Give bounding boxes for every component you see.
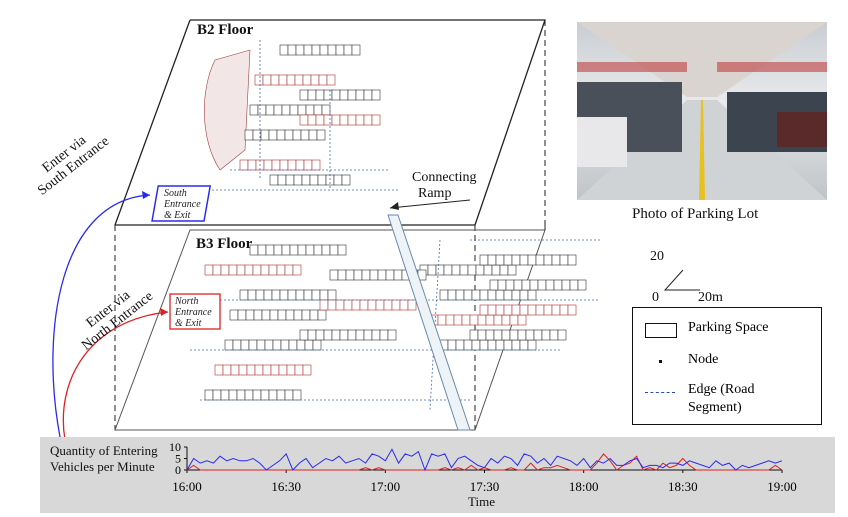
x-tick-label: 19:00 <box>767 479 797 494</box>
south-entrance-box <box>151 185 212 222</box>
entry-chart-panel <box>40 437 835 513</box>
scale-bar <box>663 269 700 291</box>
ylabel-line1: Quantity of Entering <box>50 443 158 458</box>
b3-floor-title: B3 Floor <box>196 236 253 252</box>
ylabel-line2: Vehicles per Minute <box>50 459 155 474</box>
scale-horizontal: 20m <box>698 290 723 305</box>
parking-space <box>316 129 326 141</box>
south-line2: Entrance <box>164 199 201 210</box>
y-tick-label: 10 <box>169 440 181 454</box>
parking-space <box>351 44 361 56</box>
north-arrowhead <box>160 308 168 316</box>
photo-caption: Photo of Parking Lot <box>632 206 759 222</box>
parking-space <box>326 74 336 86</box>
parking-space <box>337 244 347 256</box>
south-line3: & Exit <box>164 210 191 221</box>
ramp-line1: Connecting <box>412 170 477 185</box>
north-entrance-label: North Entrance & Exit <box>175 296 212 329</box>
legend: Parking Space Node Edge (Road Segment) <box>632 307 822 425</box>
parking-space <box>371 114 381 126</box>
north-line2: Entrance <box>175 307 212 318</box>
north-entrance-box <box>169 293 221 330</box>
parking-space <box>577 279 587 291</box>
x-tick-label: 18:00 <box>569 479 599 494</box>
ramp-label: Connecting Ramp <box>412 170 477 202</box>
x-tick-label: 17:00 <box>371 479 401 494</box>
south-line1: South <box>164 188 187 199</box>
b2-area <box>204 49 251 171</box>
legend-parking-space: Parking Space <box>688 320 769 335</box>
parking-space <box>341 174 351 186</box>
south-entry-arrow <box>52 194 151 438</box>
parking-space <box>567 254 577 266</box>
chart-ylabel: Quantity of Entering Vehicles per Minute <box>50 443 158 475</box>
south-entrance-label: South Entrance & Exit <box>164 188 201 221</box>
legend-edge: Edge (Road <box>688 382 755 397</box>
x-tick-label: 18:30 <box>668 479 698 494</box>
parking-space <box>371 89 381 101</box>
floor-plans <box>180 40 600 411</box>
parking-space-swatch <box>645 323 677 338</box>
scale-origin: 0 <box>652 290 659 305</box>
ramp-line2: Ramp <box>418 186 452 201</box>
parking-space <box>557 329 567 341</box>
connecting-ramp <box>387 214 471 431</box>
north-entry-arrow <box>62 311 169 441</box>
ramp-pointer <box>389 199 471 209</box>
ramp-arrowhead <box>390 202 399 210</box>
b2-floor-title: B2 Floor <box>197 22 254 38</box>
legend-edge-2: Segment) <box>688 400 742 415</box>
parking-space <box>567 304 577 316</box>
parking-space <box>387 329 397 341</box>
north-line1: North <box>175 296 199 307</box>
x-tick-label: 16:00 <box>172 479 202 494</box>
parking-space <box>302 364 312 376</box>
x-tick-label: 16:30 <box>271 479 301 494</box>
b3-floor-outline <box>114 20 546 431</box>
scale-vertical: 20 <box>650 249 664 264</box>
y-tick-label: 0 <box>175 463 181 477</box>
parking-lot-photo <box>577 22 827 200</box>
series-line-south-entrance <box>186 448 783 472</box>
legend-node: Node <box>688 352 719 367</box>
x-tick-label: 17:30 <box>470 479 500 494</box>
parking-space <box>292 264 302 276</box>
y-tick-label: 5 <box>175 452 181 466</box>
edge-swatch <box>645 392 675 393</box>
north-line3: & Exit <box>175 318 202 329</box>
chart-xlabel: Time <box>468 494 495 509</box>
node-swatch <box>659 360 662 363</box>
south-arrowhead <box>142 191 150 199</box>
